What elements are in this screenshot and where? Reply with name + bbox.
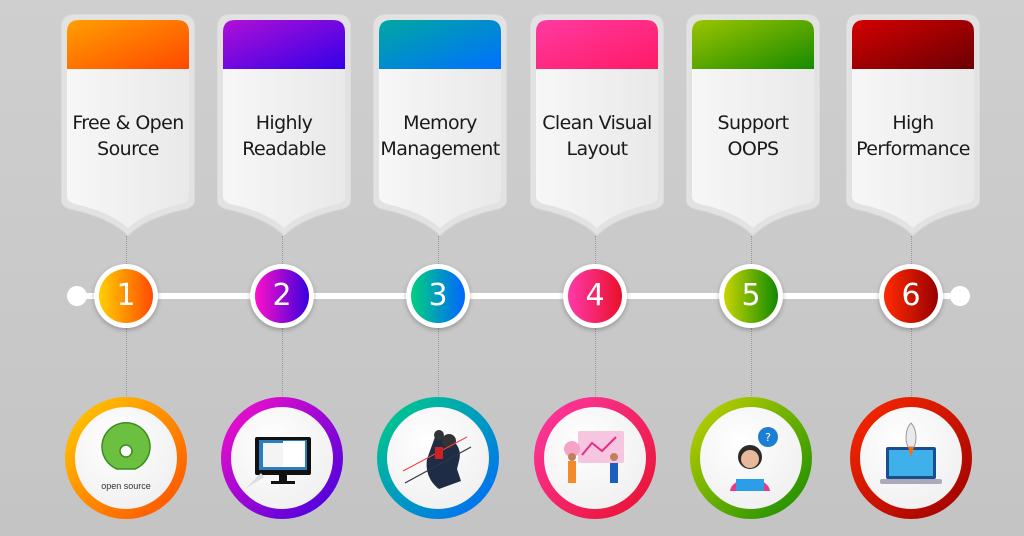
connector-dotted-line (595, 328, 596, 398)
connector-dotted-line (911, 328, 912, 398)
feature-card: Highly Readable (217, 14, 351, 236)
step-number: 2 (255, 269, 309, 323)
open-source-logo-icon: open source (101, 422, 151, 491)
brain-gears-icon (402, 430, 472, 489)
step-number: 3 (411, 269, 465, 323)
step-number-badge: 3 (406, 264, 470, 328)
feature-column-4: Clean Visual Layout 4 (518, 0, 674, 536)
feature-title: Clean Visual Layout (530, 110, 664, 162)
card-header-band (852, 20, 974, 69)
step-number-badge: 6 (879, 264, 943, 328)
step-number-badge: 1 (94, 264, 158, 328)
connector-dotted-line (911, 236, 912, 264)
card-header-band (536, 20, 658, 69)
feature-title: Free & Open Source (61, 110, 195, 162)
connector-dotted-line (438, 328, 439, 398)
feature-title: Highly Readable (217, 110, 351, 162)
card-header-band (379, 20, 501, 69)
connector-dotted-line (126, 328, 127, 398)
open-source-logo-text: open source (101, 481, 151, 491)
feature-title-line: Performance (856, 138, 970, 160)
feature-card: High Performance (846, 14, 980, 236)
feature-column-1: Free & Open Source 1 open source (49, 0, 205, 536)
feature-title-line: Clean Visual (542, 112, 652, 134)
feature-title: Memory Management (373, 110, 507, 162)
feature-title-line: Readable (242, 138, 326, 160)
feature-column-5: Support OOPS 5 ? (674, 0, 830, 536)
timeline-end-dot (950, 286, 970, 306)
feature-icon-badge (221, 397, 343, 519)
feature-title-line: Support (717, 112, 790, 134)
feature-title-line: OOPS (727, 138, 779, 160)
timeline-start-dot (67, 286, 87, 306)
feature-icon-badge (534, 397, 656, 519)
step-number-badge: 4 (563, 264, 627, 328)
step-number: 1 (99, 269, 153, 323)
feature-title: High Performance (846, 110, 980, 162)
feature-title-line: Layout (566, 138, 629, 160)
feature-title-line: Source (97, 138, 159, 160)
feature-column-3: Memory Management 3 (361, 0, 517, 536)
feature-icon-badge: open source (65, 397, 187, 519)
connector-dotted-line (438, 236, 439, 264)
timeline-line (77, 293, 961, 299)
feature-title-line: Free & Open (72, 112, 184, 134)
step-number: 5 (724, 269, 778, 323)
connector-dotted-line (595, 236, 596, 264)
card-header-band (67, 20, 189, 69)
step-number-badge: 5 (719, 264, 783, 328)
step-number: 6 (884, 269, 938, 323)
feature-icon-badge (850, 397, 972, 519)
feature-column-6: High Performance 6 (834, 0, 990, 536)
presentation-board-icon (564, 431, 624, 483)
laptop-rocket-icon (880, 422, 942, 484)
card-header-band (692, 20, 814, 69)
monitor-book-icon (245, 437, 311, 489)
connector-dotted-line (282, 328, 283, 398)
feature-card: Memory Management (373, 14, 507, 236)
feature-title: Support OOPS (686, 110, 820, 162)
feature-icon-badge: ? (690, 397, 812, 519)
feature-title-line: High (892, 112, 934, 134)
support-agent-icon: ? (730, 427, 778, 491)
connector-dotted-line (751, 328, 752, 398)
feature-column-2: Highly Readable 2 (205, 0, 361, 536)
step-number: 4 (568, 269, 622, 323)
connector-dotted-line (126, 236, 127, 264)
feature-title-line: Memory (403, 112, 477, 134)
svg-text:?: ? (765, 431, 771, 444)
card-header-band (223, 20, 345, 69)
feature-title-line: Highly (255, 112, 313, 134)
step-number-badge: 2 (250, 264, 314, 328)
feature-card: Clean Visual Layout (530, 14, 664, 236)
feature-title-line: Management (380, 138, 500, 160)
feature-card: Free & Open Source (61, 14, 195, 236)
feature-card: Support OOPS (686, 14, 820, 236)
feature-icon-badge (377, 397, 499, 519)
connector-dotted-line (282, 236, 283, 264)
connector-dotted-line (751, 236, 752, 264)
